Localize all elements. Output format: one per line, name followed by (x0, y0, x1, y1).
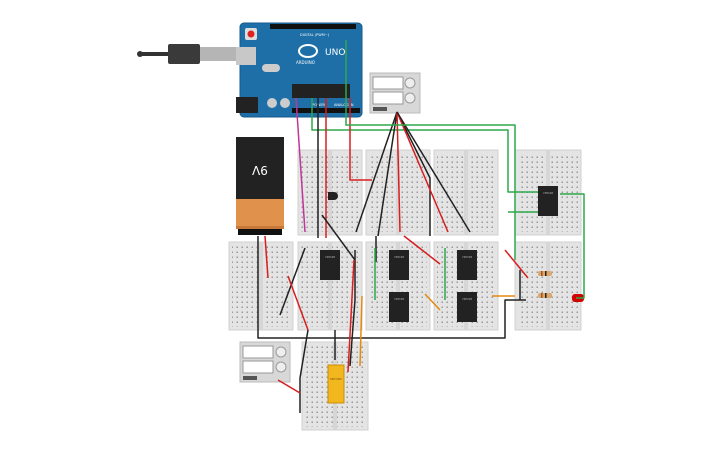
chip-label: 74HC08 (325, 255, 335, 259)
wire-1[interactable] (257, 236, 526, 339)
wire-25[interactable] (349, 250, 356, 367)
transistor-1[interactable] (328, 192, 338, 200)
wire-15[interactable] (396, 111, 431, 236)
wire-4[interactable] (287, 275, 309, 331)
chip-label: 74HC08 (394, 297, 404, 301)
wire-21[interactable] (560, 193, 585, 299)
capacitor-1 (267, 98, 277, 108)
power-label: POWER (312, 103, 326, 107)
resistor-1[interactable] (538, 271, 552, 276)
arduino-logo-text: ARDUINO (296, 60, 315, 65)
wire-23[interactable] (403, 235, 441, 265)
logic-ic-chip-4[interactable]: 74HC08 (457, 250, 477, 280)
atmega-chip (292, 84, 350, 98)
power-jack[interactable] (236, 97, 258, 113)
battery-9v[interactable]: 9V (236, 137, 284, 235)
wire-16[interactable] (396, 111, 449, 233)
wire-30[interactable] (504, 249, 529, 279)
wire-19[interactable] (345, 40, 516, 260)
resistor-2[interactable] (538, 293, 552, 298)
chip-label: 74HC08 (543, 191, 553, 195)
chip-label: 74HC08 (462, 297, 472, 301)
wire-2[interactable] (264, 235, 269, 279)
breadboard-9[interactable] (514, 241, 582, 331)
capacitor-2 (280, 98, 290, 108)
wire-12[interactable] (355, 111, 398, 233)
wire-8[interactable] (311, 98, 538, 193)
logic-ic-chip-5[interactable]: 74HC08 (457, 292, 477, 322)
wire-5[interactable] (299, 329, 309, 413)
wires (257, 40, 585, 413)
wire-14[interactable] (396, 111, 401, 233)
wire-13[interactable] (377, 111, 398, 237)
slide-switch-bottom[interactable] (239, 341, 291, 383)
chip-label: 74HC08 (462, 255, 472, 259)
wire-7[interactable] (295, 97, 306, 233)
usb-cable[interactable] (137, 44, 242, 64)
digital-label: DIGITAL (PWM~) (300, 33, 330, 37)
wire-26[interactable] (347, 259, 355, 373)
logic-ic-chip-2[interactable]: 74HC08 (389, 250, 409, 280)
yellow-ic-chip[interactable]: SN74HC (327, 364, 345, 404)
arduino-model-label: UNO (325, 48, 345, 58)
logic-ic-chip-6[interactable]: 74HC08 (538, 186, 558, 216)
arduino-uno-board[interactable]: ARDUINO UNO POWER ANALOG IN DIGITAL (PWM… (236, 22, 363, 118)
ic-chips: 74HC08 74HC08 74HC08 74HC08 74HC08 74HC08 (320, 186, 558, 322)
arduino-logo-icon (298, 44, 318, 58)
digital-header[interactable] (270, 24, 356, 29)
wire-3[interactable] (279, 247, 306, 316)
wire-17[interactable] (396, 111, 471, 233)
slide-switch-top[interactable] (369, 72, 421, 114)
wire-11[interactable] (321, 214, 356, 261)
logic-ic-chip-3[interactable]: 74HC08 (389, 292, 409, 322)
crystal (262, 64, 280, 72)
battery-voltage-label: 9V (251, 163, 268, 177)
wire-24[interactable] (359, 295, 363, 367)
yellow-chip-label: SN74HC (330, 377, 342, 381)
usb-port[interactable] (236, 47, 256, 65)
logic-ic-chip-1[interactable]: 74HC08 (320, 250, 340, 280)
analog-label: ANALOG IN (334, 103, 354, 107)
wire-6[interactable] (277, 379, 301, 394)
battery-clip (238, 229, 282, 235)
wire-27[interactable] (424, 293, 441, 311)
chip-label: 74HC08 (394, 255, 404, 259)
breadboard-5[interactable] (228, 241, 294, 331)
